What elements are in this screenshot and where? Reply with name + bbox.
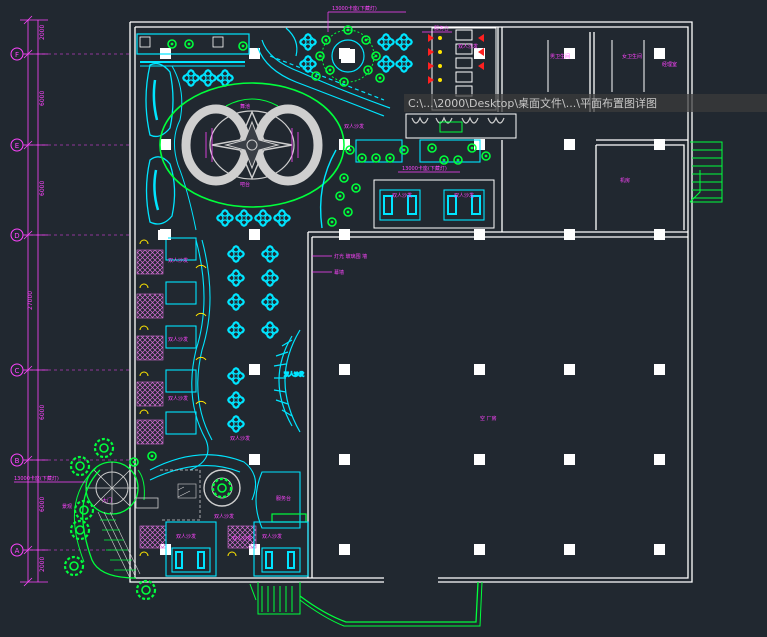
dim-f-e: 6000	[39, 91, 46, 106]
dim-total: 27000	[27, 291, 34, 310]
knot-decor-center	[216, 209, 291, 433]
grid-label-c: C	[15, 367, 20, 375]
grid-label-b: B	[15, 457, 20, 465]
label-outdoor: 景观	[62, 503, 72, 510]
note-glass-wall: 灯光 玻璃围 墙	[334, 253, 367, 260]
left-booth-column: 双人沙发 双人沙发 双人沙发	[136, 230, 213, 471]
label-lavatory-male: 男卫生间	[550, 53, 570, 60]
dim-c-b: 6000	[39, 405, 46, 420]
note-top-stage: 13000卡座(下藏灯)	[332, 5, 377, 12]
booth-cluster-mid: 双人沙发 双人沙发 13000卡座(下藏灯) 双人沙发	[319, 123, 495, 229]
path-overlay-text: C:\...\2000\Desktop\桌面文件\...\平面布置图详图	[408, 96, 657, 110]
label-curtain: 幕墙	[334, 269, 344, 276]
label-vip-b: 双人沙发	[232, 535, 252, 542]
label-booth-3: 双人沙发	[344, 123, 364, 130]
label-bar: 吧台	[240, 181, 250, 188]
grid-axis-markers: F E D C B A	[10, 47, 130, 557]
label-lounge: 服务台	[276, 495, 291, 502]
label-booth-b2: 双人沙发	[262, 533, 282, 540]
dim-top: 2000	[39, 25, 46, 40]
grid-label-a: A	[15, 547, 20, 555]
lower-lounge: 服务台 双人沙发	[149, 435, 307, 529]
entrance-courtyard: 13000卡座(下藏灯) 景观 大门	[14, 437, 159, 601]
bottom-staircase	[249, 581, 483, 627]
label-booth-c: 双人沙发	[230, 435, 250, 442]
label-fan-seating: 双人沙发	[284, 371, 304, 378]
dimension-axis: 2000 6000 6000 27000 6000 6000 2000	[20, 15, 48, 587]
curved-walkway-top	[257, 27, 391, 117]
label-lavatory-female: 女卫生间	[622, 53, 642, 60]
path-overlay: C:\...\2000\Desktop\桌面文件\...\平面布置图详图	[404, 94, 767, 112]
glass-counter-strip	[405, 113, 517, 139]
note-left-stage: 13000卡座(下藏灯)	[14, 475, 59, 482]
glass-wall-note: 灯光 玻璃围 墙 幕墙	[312, 253, 367, 276]
label-booth-1: 双人沙发	[392, 192, 412, 199]
left-sofa-column	[145, 62, 197, 231]
round-lounge-top	[311, 25, 385, 87]
label-booth-l3: 双人沙发	[168, 395, 188, 402]
label-booth-b3: 双人沙发	[214, 513, 234, 520]
label-entrance: 大门	[102, 497, 112, 504]
annex-rooms: 男卫生间 女卫生间 经理室 机房	[547, 40, 677, 184]
bottom-booths: 双人沙发 双人沙发 双人沙发 双人沙发	[139, 513, 309, 577]
right-staircase	[689, 141, 723, 203]
dim-bottom: 2000	[39, 557, 46, 572]
dim-b-a: 6000	[39, 497, 46, 512]
label-booth-l1: 双人沙发	[168, 257, 188, 264]
dim-e-d: 6000	[39, 181, 46, 196]
note-mid-stage: 13000卡座(下藏灯)	[402, 165, 447, 172]
label-vip-top: 双人沙发	[458, 43, 478, 50]
label-office: 经理室	[662, 61, 677, 68]
label-machine-room: 机房	[620, 177, 630, 184]
central-dance-stage: 舞池 吧台	[159, 82, 345, 208]
label-empty-hall: 空 厂房	[480, 415, 497, 422]
columns	[160, 48, 665, 555]
label-stage: 舞池	[240, 103, 250, 110]
grid-label-f: F	[15, 51, 19, 59]
grid-label-e: E	[15, 142, 19, 150]
label-booth-b1: 双人沙发	[176, 533, 196, 540]
label-booth-l2: 双人沙发	[168, 336, 188, 343]
fan-seating: 双人沙发	[273, 329, 305, 433]
top-bar-strip	[136, 33, 250, 67]
label-booth-2: 双人沙发	[454, 192, 474, 199]
grid-label-d: D	[14, 232, 19, 240]
